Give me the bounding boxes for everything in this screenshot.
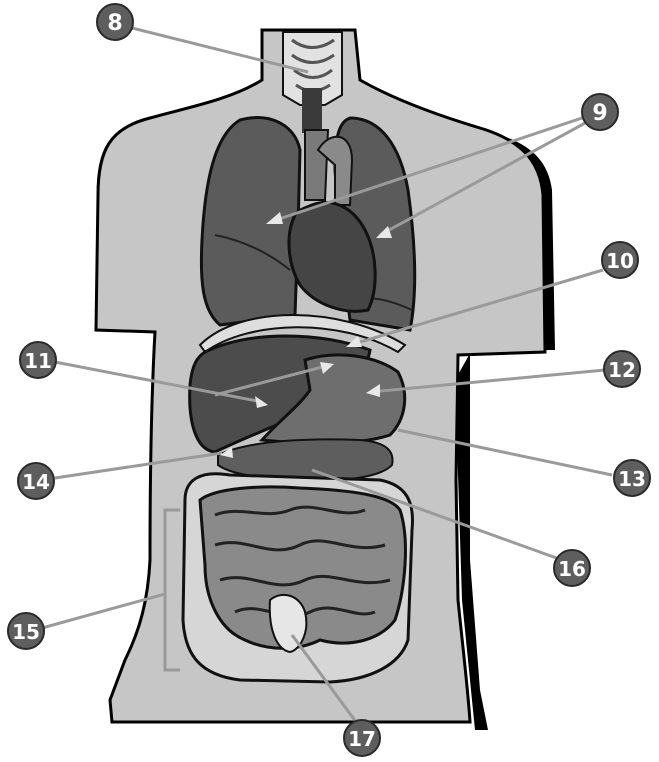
badge-15-label: 15 bbox=[12, 620, 40, 644]
badge-11-label: 11 bbox=[24, 349, 52, 373]
badge-16: 16 bbox=[554, 550, 590, 586]
badge-17-label: 17 bbox=[348, 727, 376, 751]
badge-9-label: 9 bbox=[592, 101, 607, 126]
badge-15: 15 bbox=[8, 613, 44, 649]
badge-10: 10 bbox=[602, 242, 638, 278]
badge-8-label: 8 bbox=[107, 11, 122, 36]
badge-10-label: 10 bbox=[606, 249, 634, 273]
badge-16-label: 16 bbox=[558, 557, 586, 581]
badge-13: 13 bbox=[614, 460, 650, 496]
badge-17: 17 bbox=[344, 720, 380, 756]
badge-14: 14 bbox=[18, 463, 54, 499]
badge-8: 8 bbox=[97, 4, 133, 40]
badge-14-label: 14 bbox=[22, 470, 50, 494]
badge-12-label: 12 bbox=[608, 358, 636, 382]
badge-12: 12 bbox=[604, 351, 640, 387]
badge-11: 11 bbox=[20, 342, 56, 378]
left-lung bbox=[201, 118, 300, 325]
badge-9: 9 bbox=[582, 94, 618, 130]
badge-13-label: 13 bbox=[618, 467, 646, 491]
